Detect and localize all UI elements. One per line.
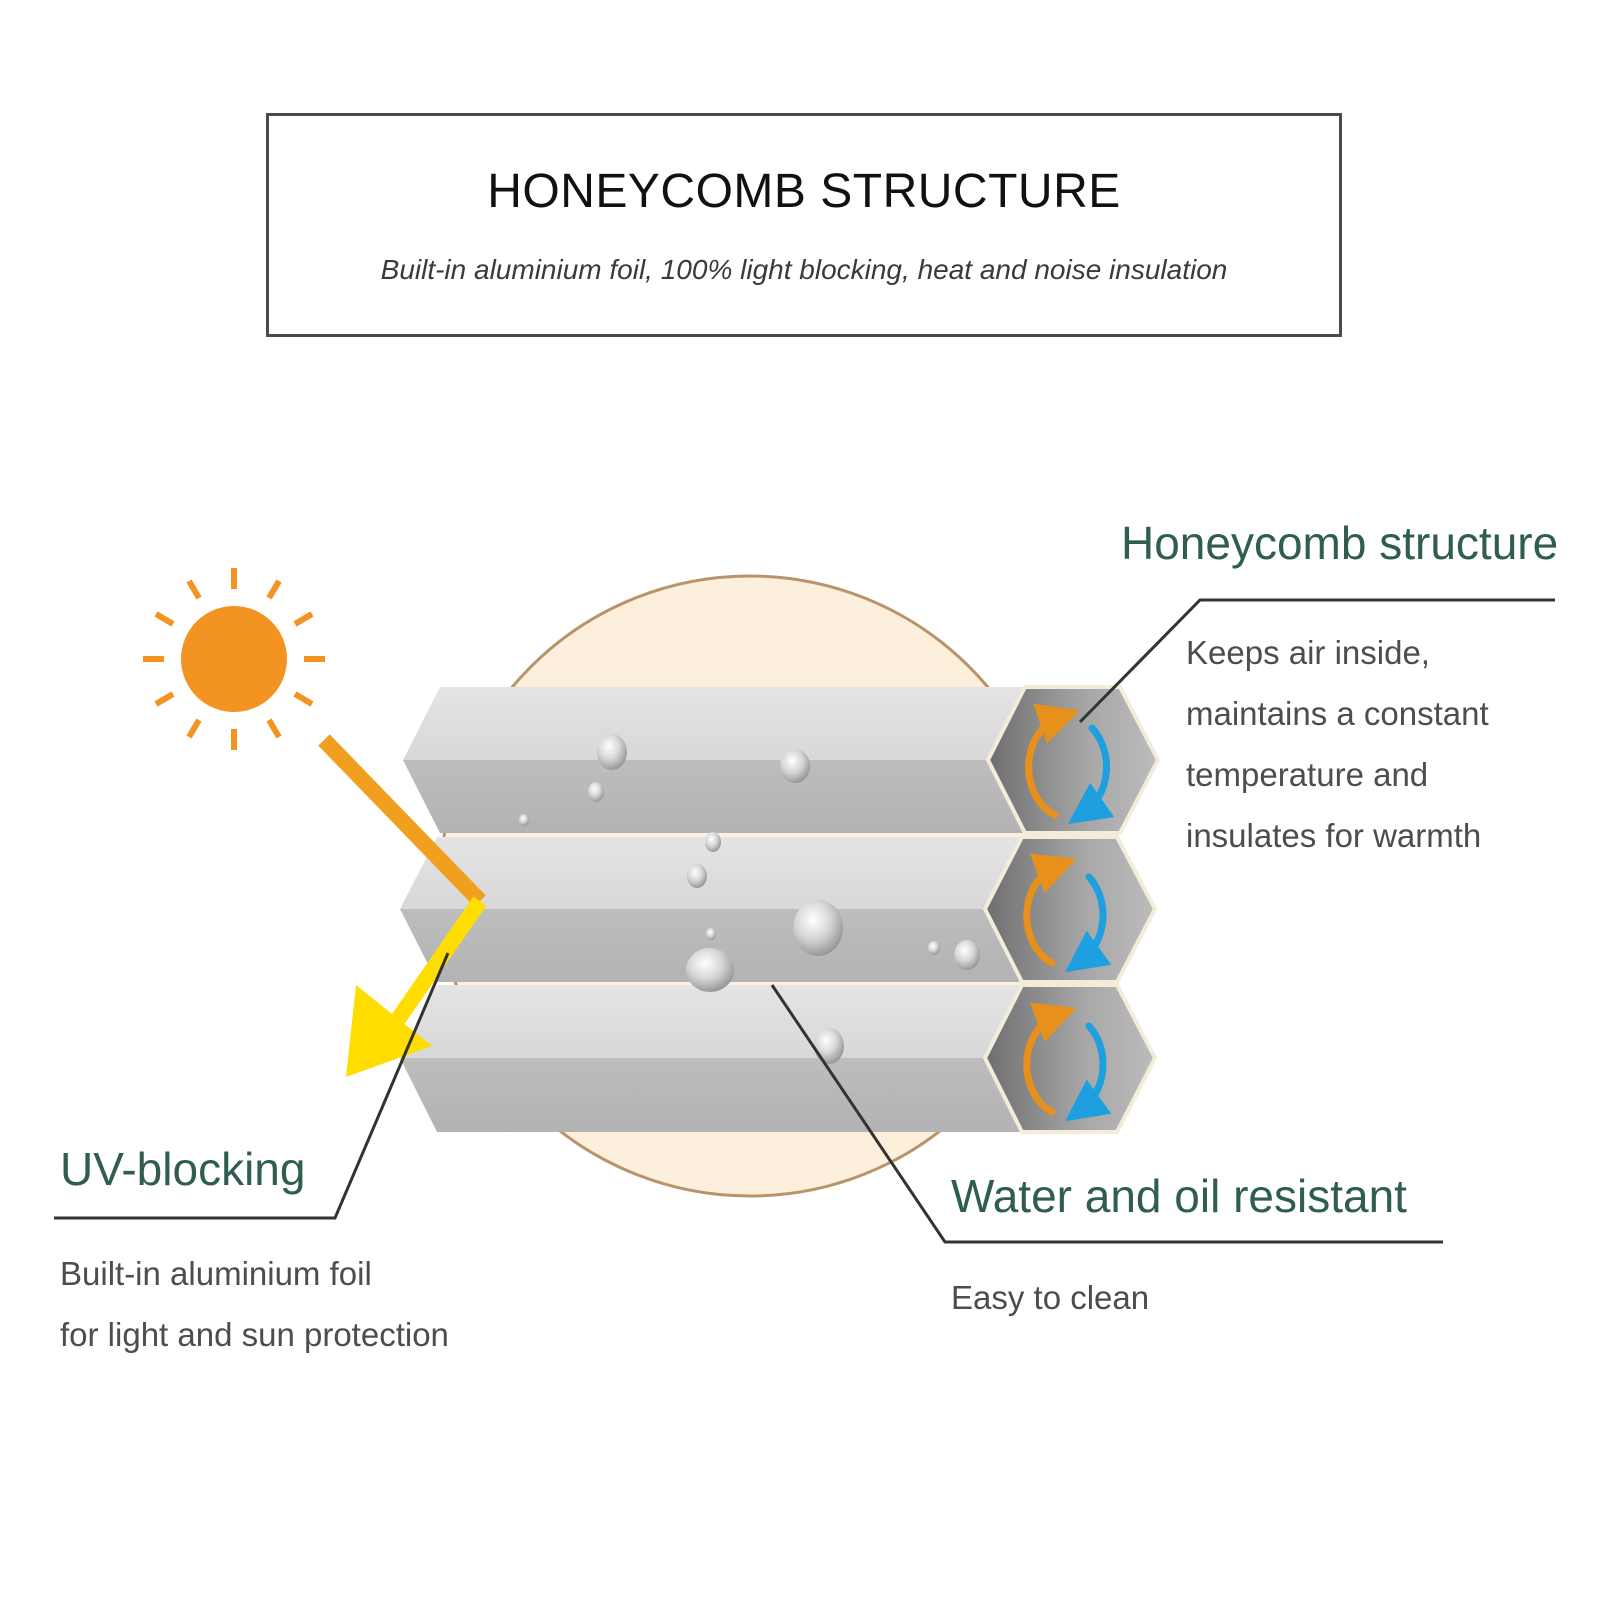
page-title: HONEYCOMB STRUCTURE [487, 165, 1121, 218]
air-circulation-icon [1025, 703, 1115, 825]
honeycomb-cell-1 [403, 685, 1161, 835]
water-droplets [519, 734, 980, 1064]
uv-callout-title: UV-blocking [60, 1143, 306, 1195]
water-droplet [687, 864, 707, 888]
water-droplet [793, 900, 843, 956]
leader-lines [54, 598, 1555, 1244]
honeycomb-callout-title: Honeycomb structure [1121, 517, 1559, 569]
uv-desc-line: Built-in aluminium foil [60, 1255, 372, 1292]
water-callout-title: Water and oil resistant [951, 1170, 1407, 1222]
water-droplet [519, 814, 529, 826]
honeycomb-leader-line [1078, 598, 1555, 724]
air-circulation-icon [1023, 853, 1112, 973]
water-droplet [954, 940, 980, 970]
water-droplet [780, 749, 810, 783]
water-droplet [814, 1028, 844, 1064]
light-ray-arrow [318, 734, 487, 1077]
honeycomb-desc-line: Keeps air inside, [1186, 634, 1430, 671]
water-droplet [588, 782, 604, 802]
honeycomb-desc-line: maintains a constant [1186, 695, 1489, 732]
header-box: HONEYCOMB STRUCTURE Built-in aluminium f… [266, 113, 1342, 337]
honeycomb-desc-line: temperature and [1186, 756, 1429, 793]
water-droplet [597, 734, 627, 770]
water-callout-desc: Easy to clean [951, 1267, 1149, 1328]
honeycomb-cell-2 [400, 835, 1158, 984]
water-droplet [928, 941, 940, 955]
uv-desc-line: for light and sun protection [60, 1316, 449, 1353]
water-droplet [686, 948, 734, 992]
sun-icon [143, 568, 325, 750]
water-leader-line [770, 984, 1443, 1244]
page-subtitle: Built-in aluminium foil, 100% light bloc… [380, 254, 1228, 285]
air-circulation-icon [1023, 1002, 1112, 1122]
water-desc-line: Easy to clean [951, 1279, 1150, 1316]
honeycomb-desc-line: insulates for warmth [1186, 817, 1482, 854]
uv-leader-line [54, 952, 450, 1220]
water-droplet [706, 928, 716, 940]
honeycomb-callout-desc: Keeps air inside, maintains a constant t… [1186, 622, 1489, 866]
uv-callout-desc: Built-in aluminium foil for light and su… [60, 1243, 449, 1365]
honeycomb-cell-3 [400, 983, 1158, 1134]
water-droplet [705, 832, 721, 852]
